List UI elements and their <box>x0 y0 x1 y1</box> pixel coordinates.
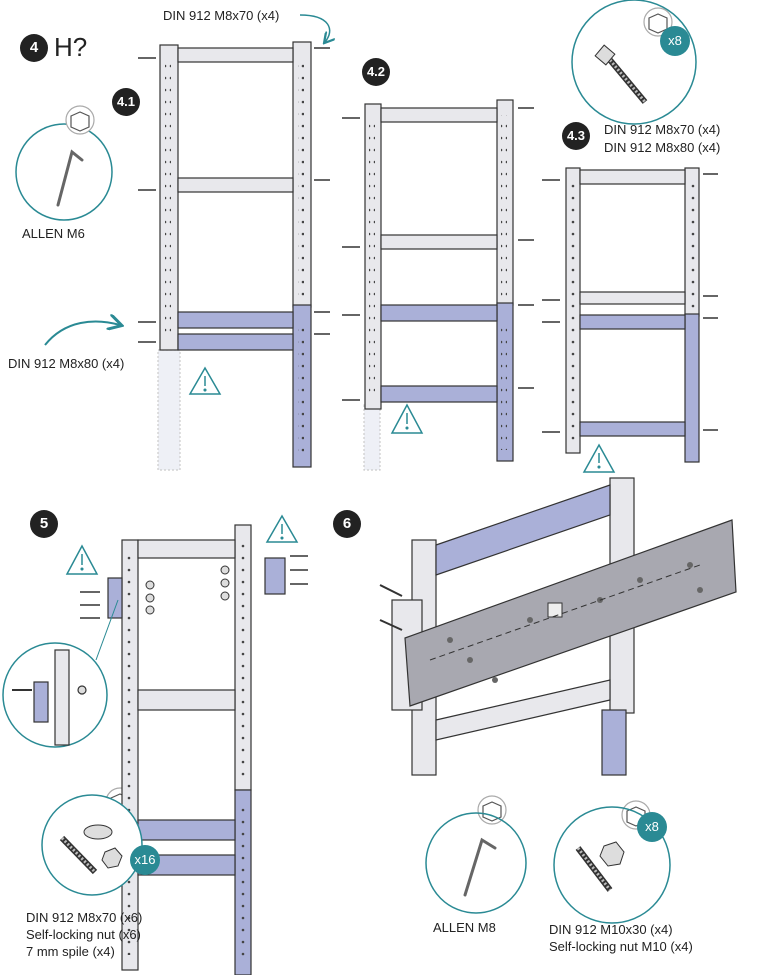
hardware-circle <box>553 806 671 924</box>
bolt-icon <box>59 835 98 875</box>
arrow-icon <box>44 322 120 346</box>
plate-slots <box>447 562 703 683</box>
warning-icon <box>65 366 616 575</box>
bolt-icon <box>594 44 648 104</box>
tool-circle <box>425 812 527 914</box>
allen-m6-label: ALLEN M6 <box>22 226 85 241</box>
hardware-circle <box>571 0 697 125</box>
nut-icon <box>145 565 230 615</box>
frame-4-2 <box>363 99 514 471</box>
quantity-badge: x16 <box>130 845 160 875</box>
step-4-3-bolt-label-1: DIN 912 M8x70 (x4) <box>604 122 721 137</box>
step-4-badge: 4 <box>20 34 48 62</box>
step-4-3-badge: 4.3 <box>562 122 590 150</box>
bolt-icon <box>138 47 330 343</box>
frame-4-3 <box>565 167 700 463</box>
allen-m8-label: ALLEN M8 <box>433 920 496 935</box>
bolt-icon <box>80 555 308 619</box>
allen-key-icon <box>463 837 497 897</box>
step-5-badge: 5 <box>30 510 58 538</box>
quantity-badge: x8 <box>637 812 667 842</box>
top-bolt-label: DIN 912 M8x70 (x4) <box>163 8 280 23</box>
step-6-badge: 6 <box>333 510 361 538</box>
left-bolt-label: DIN 912 M8x80 (x4) <box>8 356 125 371</box>
bolt-icon <box>542 173 718 433</box>
step-4-1-badge: 4.1 <box>112 88 140 116</box>
arrow-icon <box>299 14 330 42</box>
step-5-hardware-label-1: DIN 912 M8x70 (x6) <box>26 910 143 925</box>
step-5-hardware-label-3: 7 mm spile (x4) <box>26 944 115 959</box>
bolt-icon <box>379 584 403 631</box>
step-4-2-badge: 4.2 <box>362 58 390 86</box>
nut-icon <box>599 841 625 867</box>
step-4-3-bolt-label-2: DIN 912 M8x80 (x4) <box>604 140 721 155</box>
step-6-hardware-label-1: DIN 912 M10x30 (x4) <box>549 922 673 937</box>
step-4-suffix: H? <box>54 32 88 62</box>
nut-icon <box>101 847 123 869</box>
frame-5 <box>107 524 286 975</box>
washer-icon <box>83 824 113 840</box>
tool-circle <box>15 123 113 221</box>
allen-key-icon <box>56 149 84 207</box>
quantity-badge: x8 <box>660 26 690 56</box>
bracket-detail <box>12 649 87 746</box>
step-6-hardware-label-2: Self-locking nut M10 (x4) <box>549 939 693 954</box>
frame-6 <box>391 477 737 776</box>
bolt-icon <box>342 107 534 401</box>
frame-4-1 <box>157 41 312 471</box>
step-5-hardware-label-2: Self-locking nut (x6) <box>26 927 141 942</box>
bolt-icon <box>575 846 613 892</box>
hardware-circle <box>41 794 143 896</box>
